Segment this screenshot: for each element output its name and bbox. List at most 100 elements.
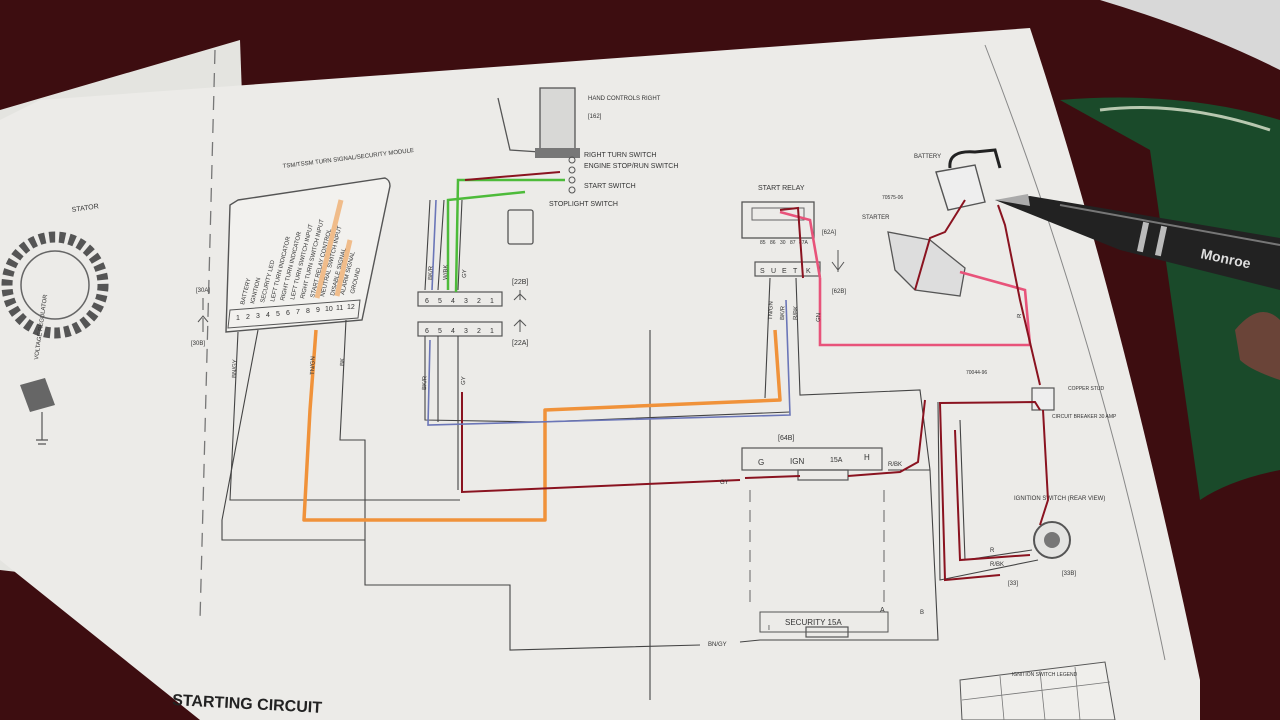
blue-pen-wire: [427, 199, 791, 426]
wire-label-gy-fuse: GY: [720, 480, 729, 486]
copper-stud-label: COPPER STUD: [1068, 386, 1105, 392]
wire-label-r-bk-ignition: R/BK: [990, 562, 1004, 568]
green-mat: [1060, 97, 1280, 500]
connector-30a: [30A]: [196, 288, 210, 294]
hand-controls: HAND CONTROLS RIGHT [162] RIGHT TURN SWI…: [497, 87, 678, 245]
tsm-pin-4: 4: [266, 312, 270, 319]
wire-label-gy-bottom: GY: [461, 376, 467, 385]
wire-label-bk: BK: [340, 358, 346, 366]
security-fuse-label: SECURITY 15A: [785, 618, 842, 627]
c22a-pin-3: 3: [464, 328, 468, 335]
c22a-pin-6: 6: [425, 328, 429, 335]
c22a-pin-2: 2: [477, 328, 481, 335]
stator-label: STATOR: [71, 203, 99, 214]
connector-62a: [62A]: [822, 230, 836, 236]
c22a-pin-1: 1: [490, 328, 494, 335]
relay-pin-87a: 87A: [799, 240, 809, 246]
tsm-pin-7: 7: [296, 309, 300, 316]
c22b-pin-3: 3: [464, 298, 468, 305]
hand-controls-label: HAND CONTROLS RIGHT: [588, 96, 661, 102]
relay-conn-k: K: [806, 268, 811, 275]
part-number-2: 70044-96: [966, 370, 987, 376]
right-turn-switch-label: RIGHT TURN SWITCH: [584, 152, 656, 159]
battery-label: BATTERY: [914, 154, 941, 160]
tsm-pin-3: 3: [256, 313, 260, 320]
wire-label-relay-r-bk: R/BK: [793, 306, 799, 320]
printed-wires: [221, 199, 1039, 700]
wire-label-b: B: [920, 610, 924, 616]
part-number-1: 70575-06: [882, 195, 903, 201]
relay-conn-e: E: [782, 268, 787, 275]
relay-conn-t: T: [793, 268, 798, 275]
ignition-legend-table: IGNITION SWITCH LEGEND: [959, 661, 1116, 720]
connector-22b: [22B]: [512, 279, 528, 286]
ign-fuse-amp: 15A: [830, 457, 843, 464]
wire-label-gy-top: GY: [462, 269, 468, 278]
tsm-pin-12: 12: [347, 304, 355, 311]
circuit-breaker-label: CIRCUIT BREAKER 30 AMP: [1052, 414, 1117, 420]
stoplight-switch-label: STOPLIGHT SWITCH: [549, 201, 618, 208]
wire-label-tn-gn: TN/GN: [310, 356, 317, 375]
green-highlight-wire: [446, 178, 565, 293]
wire-label-bk-r-top: BK/R: [428, 265, 435, 280]
c22b-pin-2: 2: [477, 298, 481, 305]
start-switch-label: START SWITCH: [584, 183, 636, 190]
ignition-switch-ref: [33]: [1008, 581, 1018, 587]
connector-22a: [22A]: [512, 340, 528, 347]
paper-sheet: [0, 28, 1200, 720]
pen: Monroe: [995, 194, 1280, 380]
tsm-pin-11: 11: [336, 305, 343, 312]
connector-62b: [62B]: [832, 289, 846, 295]
tsm-pin-2: 2: [246, 314, 250, 321]
connector-33b: [33B]: [1062, 571, 1076, 577]
relay-pin-86: 86: [770, 240, 776, 246]
wire-label-bk-r-bottom: BK/R: [422, 375, 429, 390]
fuse-terminal-g: G: [758, 458, 764, 467]
wire-label-relay-gn: GN: [816, 313, 822, 322]
tsm-pin-8: 8: [306, 308, 310, 315]
hand-controls-ref: [162]: [588, 114, 602, 120]
starter-label: STARTER: [862, 215, 890, 221]
security-terminal-a: A: [880, 607, 885, 614]
connector-30b: [30B]: [191, 341, 205, 347]
c22b-pin-1: 1: [490, 298, 494, 305]
hand: [1235, 312, 1280, 380]
tsm-pin-5: 5: [276, 311, 280, 318]
wire-label-r-bk-fuse: R/BK: [888, 462, 902, 468]
start-relay: START RELAY 85 86 30 87 87A S U E T K [6…: [741, 185, 846, 295]
wire-label-bn-gy-security: BN/GY: [708, 642, 727, 648]
tsm-pin-1: 1: [236, 315, 240, 322]
c22b-pin-5: 5: [438, 298, 442, 305]
security-terminal-i: I: [768, 625, 770, 632]
start-relay-label: START RELAY: [758, 185, 805, 192]
relay-conn-u: U: [771, 268, 776, 275]
tsm-pin-6: 6: [286, 310, 290, 317]
relay-conn-s: S: [760, 268, 765, 275]
battery: BATTERY: [914, 148, 1002, 211]
connector-22: 6 5 4 3 2 1 6 5 4 3 2 1 [22B] [22A]: [417, 279, 528, 347]
c22a-pin-5: 5: [438, 328, 442, 335]
c22a-pin-4: 4: [451, 328, 455, 335]
c22b-pin-4: 4: [451, 298, 455, 305]
ignition-legend-label: IGNITION SWITCH LEGEND: [1012, 672, 1078, 678]
ignition-switch-label: IGNITION SWITCH (REAR VIEW): [1014, 496, 1105, 502]
ign-fuse-label: IGN: [790, 457, 804, 466]
wire-label-relay-bk-r: BK/R: [780, 305, 787, 320]
wire-label-r-ignition: R: [990, 548, 995, 554]
wire-label-bn-gy: BN/GY: [232, 359, 239, 378]
relay-pin-85: 85: [760, 240, 766, 246]
tsm-module: TSM/TSSM TURN SIGNAL/SECURITY MODULE BAT…: [191, 148, 414, 347]
red-pen-wires: [461, 171, 1050, 582]
stator: STATOR: [1, 203, 109, 339]
wire-label-w-bk: W/BK: [443, 265, 450, 281]
relay-pin-87: 87: [790, 240, 796, 246]
wire-label-r-battery: R: [1017, 313, 1023, 318]
relay-pin-30: 30: [780, 240, 786, 246]
tsm-pin-9: 9: [316, 307, 320, 314]
c22b-pin-6: 6: [425, 298, 429, 305]
tsm-pin-10: 10: [325, 306, 333, 313]
wire-label-relay-tn-gn: TN/GN: [768, 301, 775, 320]
orange-highlight-wire: [302, 329, 782, 522]
engine-stop-run-label: ENGINE STOP/RUN SWITCH: [584, 163, 678, 170]
